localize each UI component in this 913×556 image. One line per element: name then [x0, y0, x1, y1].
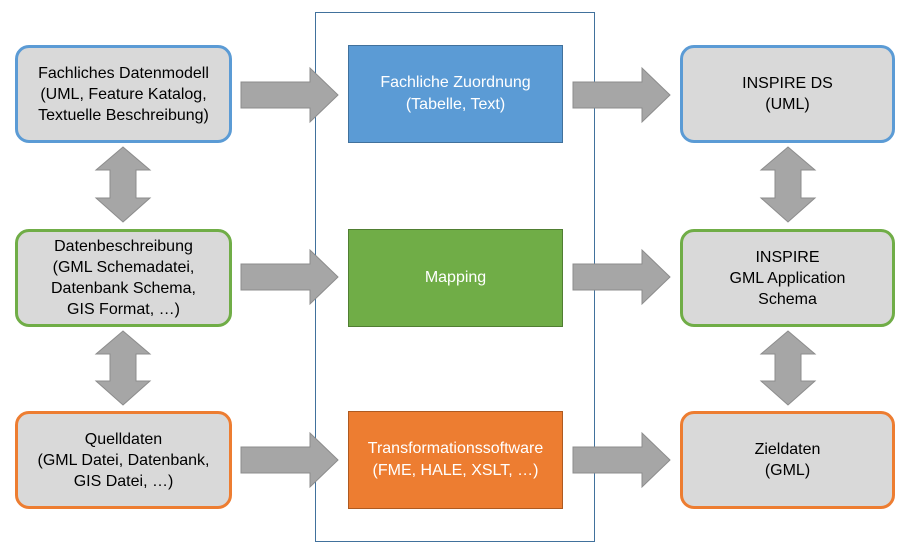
double-arrow-left-upper	[94, 146, 152, 223]
node-line: Transformationssoftware	[367, 440, 544, 457]
node-zieldaten: Zieldaten (GML)	[680, 411, 895, 509]
node-line: INSPIRE	[755, 248, 820, 266]
node-datenbeschreibung: Datenbeschreibung (GML Schemadatei, Date…	[15, 229, 232, 327]
node-line: Zieldaten	[754, 441, 821, 458]
node-inspire-gml-application-schema: INSPIRE GML Application Schema	[680, 229, 895, 327]
arrow-center-right-top	[572, 66, 671, 124]
node-line: (UML, Feature Katalog,	[40, 85, 207, 103]
double-arrow-left-lower	[94, 330, 152, 406]
node-line: (Tabelle, Text)	[405, 96, 506, 113]
double-arrow-right-lower	[759, 330, 817, 406]
node-line: Datenbank Schema,	[51, 280, 196, 297]
node-line: (GML Datei, Datenbank,	[37, 451, 210, 469]
node-line: (UML)	[765, 96, 810, 113]
node-line: Schema	[758, 290, 817, 308]
arrow-left-center-mid	[240, 248, 339, 306]
arrow-left-center-bottom	[240, 431, 339, 489]
node-line: Fachliche Zuordnung	[380, 74, 531, 91]
node-fachliches-datenmodell: Fachliches Datenmodell (UML, Feature Kat…	[15, 45, 232, 143]
node-line: Textuelle Beschreibung)	[38, 106, 209, 124]
arrow-left-center-top	[240, 66, 339, 124]
node-transformationssoftware: Transformationssoftware (FME, HALE, XSLT…	[348, 411, 563, 509]
node-line: (GML Schemadatei,	[52, 259, 195, 276]
node-line: INSPIRE DS	[742, 75, 833, 92]
node-inspire-ds: INSPIRE DS (UML)	[680, 45, 895, 143]
node-line: Quelldaten	[84, 430, 163, 448]
node-line: GML Application	[729, 269, 846, 287]
node-line: (FME, HALE, XSLT, …)	[372, 462, 539, 479]
node-line: Datenbeschreibung	[54, 238, 193, 255]
node-line: GIS Format, …)	[67, 301, 180, 318]
node-fachliche-zuordnung: Fachliche Zuordnung (Tabelle, Text)	[348, 45, 563, 143]
double-arrow-right-upper	[759, 146, 817, 223]
node-line: GIS Datei, …)	[73, 472, 174, 490]
node-mapping: Mapping	[348, 229, 563, 327]
arrow-center-right-bottom	[572, 431, 671, 489]
node-line: Fachliches Datenmodell	[38, 64, 209, 82]
node-line: (GML)	[764, 462, 811, 479]
node-line: Mapping	[424, 269, 487, 286]
arrow-center-right-mid	[572, 248, 671, 306]
node-quelldaten: Quelldaten (GML Datei, Datenbank, GIS Da…	[15, 411, 232, 509]
